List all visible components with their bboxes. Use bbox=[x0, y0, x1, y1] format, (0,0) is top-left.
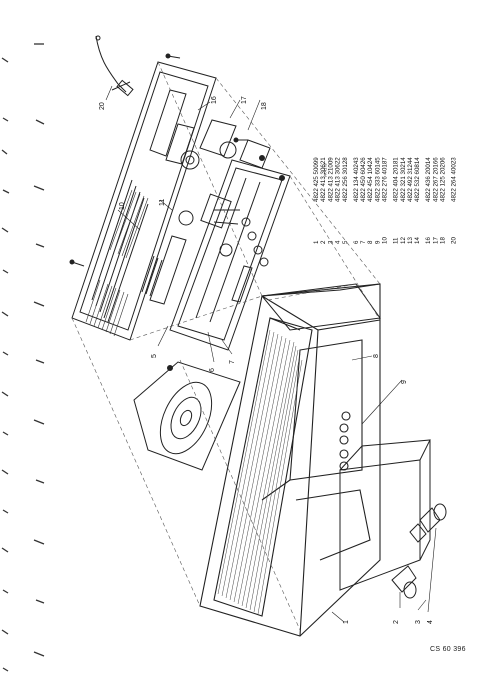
part-item-number: 14 bbox=[414, 237, 421, 244]
parts-list-row: 20 4822 264 40023 bbox=[451, 157, 458, 244]
part-item-number: 3 bbox=[327, 240, 334, 244]
cabinet-grille bbox=[217, 329, 303, 615]
part-item-number: 18 bbox=[440, 237, 447, 244]
part-item-number: 2 bbox=[320, 240, 327, 244]
parts-list-row: 13 4822 492 31244 bbox=[407, 157, 414, 244]
part-item-number: 12 bbox=[400, 237, 407, 244]
part-number: 4822 321 30214 bbox=[400, 157, 407, 202]
parts-list-row: 12 4822 321 30214 bbox=[400, 157, 407, 244]
part-item-number: 10 bbox=[382, 237, 389, 244]
parts-list-row: 1 4822 425 50099 bbox=[313, 157, 320, 244]
document-code: CS 60 396 bbox=[430, 646, 466, 653]
part-number: 4822 404 20181 bbox=[393, 157, 400, 202]
parts-list-row: 18 4822 125 20206 bbox=[440, 157, 447, 244]
parts-list-row: 6 4822 134 40243 bbox=[353, 157, 360, 244]
lid bbox=[261, 283, 431, 591]
knobs bbox=[391, 503, 447, 599]
part-number: 4822 413 21009 bbox=[327, 157, 334, 202]
part-number: 4822 267 20166 bbox=[432, 157, 439, 202]
part-number: 4822 425 50099 bbox=[313, 157, 320, 202]
part-item-number: 9 bbox=[374, 240, 381, 244]
part-number: 4822 413 30622 bbox=[335, 157, 342, 202]
part-item-number: 11 bbox=[393, 237, 400, 244]
part-item-number: 20 bbox=[451, 237, 458, 244]
part-number: 4822 454 10424 bbox=[367, 157, 374, 202]
parts-list-row: 8 4822 454 10424 bbox=[367, 157, 374, 244]
part-item-number: 4 bbox=[335, 240, 342, 244]
part-item-number: 17 bbox=[432, 237, 439, 244]
parts-list-row: 14 4822 532 60814 bbox=[414, 157, 421, 244]
parts-list-row: 5 4822 256 30128 bbox=[342, 157, 349, 244]
binder-marks bbox=[1, 43, 45, 672]
part-item-number: 8 bbox=[367, 240, 374, 244]
part-item-number: 7 bbox=[360, 240, 367, 244]
callout-3: 3 bbox=[415, 620, 422, 624]
callout-1: 1 bbox=[343, 620, 350, 624]
part-number: 4822 256 30128 bbox=[342, 157, 349, 202]
callout-9: 9 bbox=[401, 380, 408, 384]
assembly-lines bbox=[71, 61, 381, 631]
cabinet bbox=[199, 283, 381, 637]
callout-7: 7 bbox=[229, 360, 236, 364]
parts-list-row: 16 4822 436 20014 bbox=[425, 157, 432, 244]
part-number: 4822 413 30621 bbox=[320, 157, 327, 202]
callout-6: 6 bbox=[209, 368, 216, 372]
part-number: 4822 264 40023 bbox=[451, 157, 458, 202]
callout-10: 10 bbox=[119, 202, 126, 210]
parts-list-row: 7 4822 450 60426 bbox=[360, 157, 367, 244]
part-number: 4822 492 31244 bbox=[407, 157, 414, 202]
parts-list-row: 10 4822 276 40187 bbox=[382, 157, 389, 244]
part-number: 4822 134 40243 bbox=[353, 157, 360, 202]
part-number: 4822 125 20206 bbox=[440, 157, 447, 202]
mains-cable bbox=[95, 35, 134, 97]
callout-17: 17 bbox=[241, 96, 248, 104]
parts-list-row: 2 4822 413 30621 bbox=[320, 157, 327, 244]
callout-2: 2 bbox=[393, 620, 400, 624]
part-item-number: 13 bbox=[407, 237, 414, 244]
part-item-number: 1 bbox=[313, 240, 320, 244]
parts-list: 1 4822 425 50099 2 4822 413 30621 3 4822 413 … bbox=[313, 157, 458, 244]
parts-list-row: 9 4822 333 60145 bbox=[374, 157, 381, 244]
part-number: 4822 333 60145 bbox=[374, 157, 381, 202]
parts-list-row: 3 4822 413 21009 bbox=[327, 157, 334, 244]
callout-labels: 1 2 3 4 5 6 7 8 9 10 11 16 17 18 20 bbox=[99, 96, 434, 624]
part-item-number: 5 bbox=[342, 240, 349, 244]
callout-4: 4 bbox=[427, 620, 434, 624]
parts-list-row: 4 4822 413 30622 bbox=[335, 157, 342, 244]
parts-list-row: 11 4822 404 20181 bbox=[393, 157, 400, 244]
speaker bbox=[133, 361, 241, 471]
chassis bbox=[141, 119, 291, 351]
part-item-number: 6 bbox=[353, 240, 360, 244]
part-number: 4822 436 20014 bbox=[425, 157, 432, 202]
callout-18: 18 bbox=[261, 102, 268, 110]
callout-8: 8 bbox=[373, 354, 380, 358]
rear-panel-vents bbox=[85, 189, 149, 337]
part-item-number: 16 bbox=[425, 237, 432, 244]
callout-20: 20 bbox=[99, 102, 106, 110]
part-number: 4822 276 40187 bbox=[382, 157, 389, 202]
screws bbox=[69, 53, 285, 371]
callout-16: 16 bbox=[211, 96, 218, 104]
parts-list-row: 17 4822 267 20166 bbox=[432, 157, 439, 244]
callout-11: 11 bbox=[159, 199, 166, 206]
part-number: 4822 450 60426 bbox=[360, 157, 367, 202]
part-number: 4822 532 60814 bbox=[414, 157, 421, 202]
drawing-number: VK4178 bbox=[322, 163, 328, 178]
callout-5: 5 bbox=[151, 354, 158, 358]
leader-lines bbox=[105, 85, 437, 623]
